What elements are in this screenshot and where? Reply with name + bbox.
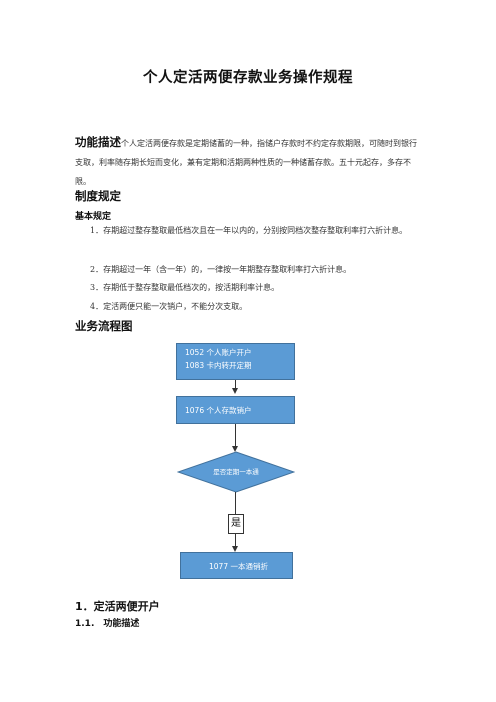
flow-yes-label: 是 — [228, 514, 244, 534]
flow-arrow-1 — [232, 388, 238, 394]
rule-item-2: 2．存期超过一年（含一年）的，一律按一年期整存整取利率打六折计息。 — [90, 265, 352, 274]
rule-item-3: 3．存期低于整存整取最低档次的，按活期利率计息。 — [90, 283, 280, 292]
flow-box-account-close: 1076 个人存款销户 — [176, 396, 295, 424]
document-title: 个人定活两便存款业务操作规程 — [143, 70, 353, 86]
flow-arrow-2 — [232, 446, 238, 452]
rule-item-4: 4．定活两便只能一次销户，不能分次支取。 — [90, 302, 248, 311]
system-rules-heading: 制度规定 — [75, 189, 121, 203]
function-description-text: 个人定活两便存款是定期储蓄的一种，指储户存款时不约定存款期限，可随时到银行支取，… — [75, 139, 417, 186]
flow-connector-4 — [235, 534, 236, 548]
function-description: 功能描述个人定活两便存款是定期储蓄的一种，指储户存款时不约定存款期限，可随时到银… — [75, 133, 423, 191]
flow-decision-diamond — [177, 451, 295, 493]
function-description-heading: 功能描述 — [75, 135, 121, 149]
flowchart-heading: 业务流程图 — [75, 319, 133, 333]
section1-sub-heading: 1.1. 功能描述 — [75, 619, 140, 629]
flow-box-account-open-line1: 1052 个人账户开户 — [185, 348, 252, 357]
flow-arrow-3 — [232, 546, 238, 552]
flow-connector-2 — [235, 424, 236, 448]
flow-box-account-open-line2: 1083 卡内转开定期 — [185, 361, 252, 370]
basic-rules-heading: 基本规定 — [75, 212, 112, 222]
rule-item-1: 1．存期超过整存整取最低档次且在一年以内的，分别按同档次整存整取利率打六折计息。 — [90, 226, 408, 235]
flow-box-passbook-close: 1077 一本通销折 — [180, 552, 293, 579]
flow-decision-label: 是否定期一本通 — [213, 468, 259, 476]
flow-connector-1 — [235, 380, 236, 390]
flow-connector-3 — [235, 492, 236, 514]
section1-heading: 1．定活两便开户 — [75, 600, 160, 613]
flow-box-account-open: 1052 个人账户开户 1083 卡内转开定期 — [176, 343, 295, 380]
